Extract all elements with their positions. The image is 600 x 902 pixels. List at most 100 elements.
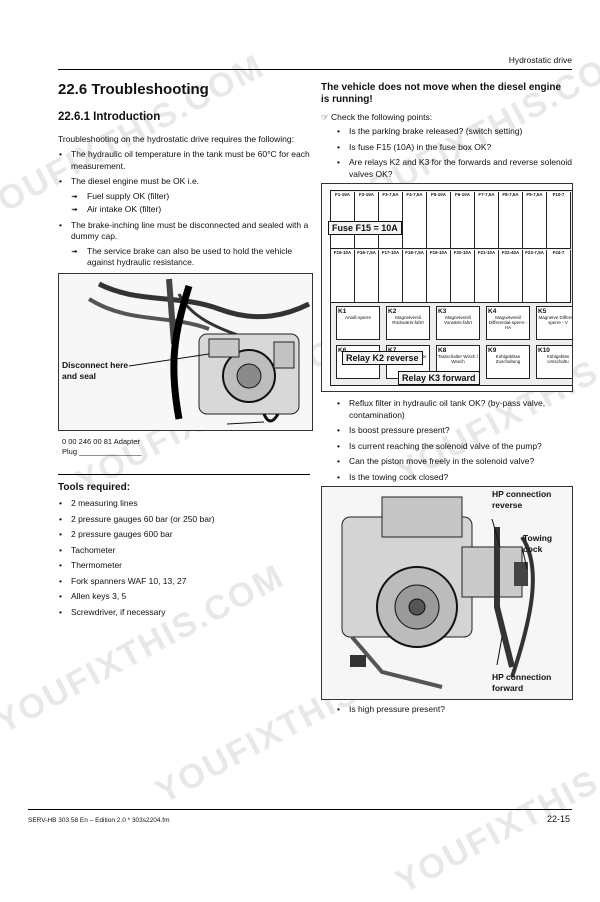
relay-id: K3 xyxy=(438,308,447,315)
requirements-list: The hydraulic oil temperature in the tan… xyxy=(58,149,310,273)
tool-item: Thermometer xyxy=(58,560,310,572)
relay-id: K6 xyxy=(338,347,378,354)
subsection-title: 22.6.1 Introduction xyxy=(58,111,161,123)
pump-illustration xyxy=(59,274,312,430)
intro-text: Troubleshooting on the hydrostatic drive… xyxy=(58,134,294,144)
relay-function: Magnetventil Differential-sperre - HA xyxy=(488,315,528,330)
tool-item: 2 pressure gauges 600 bar xyxy=(58,529,310,541)
relay-k2-label: Relay K2 reverse xyxy=(342,351,423,365)
fuse-cell: F23-7,5A xyxy=(523,250,547,302)
check-item: Is the parking brake released? (switch s… xyxy=(336,126,576,138)
fuse-cell: F22-40A xyxy=(499,250,523,302)
relay-function: Tastschalter Wisch / Wasch xyxy=(438,354,479,364)
requirement-item: The hydraulic oil temperature in the tan… xyxy=(58,149,310,172)
fuse-cell: F19-10A xyxy=(427,250,451,302)
check-item: Is fuse F15 (10A) in the fuse box OK? xyxy=(336,142,576,154)
hp-forward-callout: HP connection forward xyxy=(492,672,552,693)
requirement-item: The brake-inching line must be disconnec… xyxy=(58,220,310,269)
relay-function: Kühlgebläs Umschaltu xyxy=(546,354,570,364)
checklist-bottom: Is high pressure present? xyxy=(336,704,576,720)
tool-item: 2 measuring lines xyxy=(58,498,310,510)
fuse-cell: F5-10A xyxy=(427,192,451,248)
section-rule xyxy=(58,474,310,475)
relay-id: K10 xyxy=(538,347,550,354)
check-item: Are relays K2 and K3 for the forwards an… xyxy=(336,157,576,180)
fuse-cell: F9-7,5A xyxy=(523,192,547,248)
sub-item: Fuel supply OK (filter) xyxy=(71,191,310,203)
fuse-cell: F18-7,5A xyxy=(403,250,427,302)
tools-list: 2 measuring lines2 pressure gauges 60 ba… xyxy=(58,498,310,622)
fuse-cell: F17-10A xyxy=(379,250,403,302)
relay-k3-label: Relay K3 forward xyxy=(398,371,480,385)
check-item: Is the towing cock closed? xyxy=(336,472,576,484)
requirement-item: The diesel engine must be OK i.e. Fuel s… xyxy=(58,176,310,216)
relay-id: K2 xyxy=(388,308,397,315)
fuse-cell: F16-7,5A xyxy=(355,250,379,302)
relay-id: K7 xyxy=(388,347,428,354)
relay-function: Magnetventil Rückwärts-fahrt xyxy=(392,315,424,325)
fuse-cell: F7-7,5A xyxy=(475,192,499,248)
fuse-cell: F8-7,5A xyxy=(499,192,523,248)
checklist-top: Is the parking brake released? (switch s… xyxy=(336,126,576,184)
hp-pump-figure: HP connection reverse Towing cock HP con… xyxy=(321,486,573,700)
fuse-cell: F4-7,5A xyxy=(403,192,427,248)
fuse-cell: F15-10A xyxy=(331,250,355,302)
relay-function: Kühlgebläse Zuschaltung xyxy=(495,354,521,364)
relay-id: K8 xyxy=(438,347,447,354)
sub-item: The service brake can also be used to ho… xyxy=(71,246,310,269)
pointer-icon: ☞ xyxy=(321,112,329,122)
hp-reverse-callout: HP connection reverse xyxy=(492,489,552,510)
requirement-text: The brake-inching line must be disconnec… xyxy=(71,219,309,242)
header-rule xyxy=(58,69,572,70)
pump-figure: Disconnect here and seal xyxy=(58,273,313,431)
fuse-cell: F10-7 xyxy=(547,192,571,248)
tool-item: Allen keys 3, 5 xyxy=(58,591,310,603)
fuse-cell: F3-7,5A xyxy=(379,192,403,248)
tool-item: Fork spanners WAF 10, 13, 27 xyxy=(58,576,310,588)
check-item: Reflux filter in hydraulic oil tank OK? … xyxy=(336,398,576,421)
tool-item: Tachometer xyxy=(58,545,310,557)
tools-title: Tools required: xyxy=(58,482,131,493)
fuse-cell: F20-10A xyxy=(451,250,475,302)
check-item: Is high pressure present? xyxy=(336,704,576,716)
relay-function: Anlaß-sperre xyxy=(344,315,371,320)
fuse-cell: F2-15A xyxy=(355,192,379,248)
footer-edition: SERV-HB 303 58 En – Edition 2.0 * 303s22… xyxy=(28,817,170,824)
hp-pump-illustration xyxy=(322,487,572,699)
check-item: Is current reaching the solenoid valve o… xyxy=(336,441,576,453)
check-item: Is boost pressure present? xyxy=(336,425,576,437)
disconnect-callout: Disconnect here and seal xyxy=(62,360,129,381)
towing-cock-callout: Towing cock xyxy=(523,533,553,554)
relay-function: Magnetve Differenti sperre - V xyxy=(538,315,573,325)
sub-item: Air intake OK (filter) xyxy=(71,204,310,216)
checklist-middle: Reflux filter in hydraulic oil tank OK? … xyxy=(336,398,576,487)
relay-function: Magnetventil Vorwärts-fahrt xyxy=(443,315,472,325)
fuse-cell: F1-15A xyxy=(331,192,355,248)
fault-heading: The vehicle does not move when the diese… xyxy=(321,82,562,105)
footer-rule xyxy=(28,809,572,810)
requirement-text: The diesel engine must be OK i.e. xyxy=(71,176,200,186)
running-header: Hydrostatic drive xyxy=(508,55,572,65)
check-intro: ☞ Check the following points: xyxy=(321,111,432,123)
adapter-part-number: 0 00 246 00 81 Adapter xyxy=(62,437,140,446)
relay-id: K1 xyxy=(338,308,347,315)
relay-id: K9 xyxy=(488,347,497,354)
section-title: 22.6 Troubleshooting xyxy=(58,81,209,98)
page-number: 22-15 xyxy=(546,814,570,824)
relay-id: K4 xyxy=(488,308,497,315)
relay-id: K5 xyxy=(538,308,547,315)
check-intro-text: Check the following points: xyxy=(331,112,433,122)
fuse-cell: F6-10A xyxy=(451,192,475,248)
adapter-note: 0 00 246 00 81 Adapter Plug ____________… xyxy=(62,437,142,457)
adapter-plug: Plug _______________ xyxy=(62,447,142,456)
